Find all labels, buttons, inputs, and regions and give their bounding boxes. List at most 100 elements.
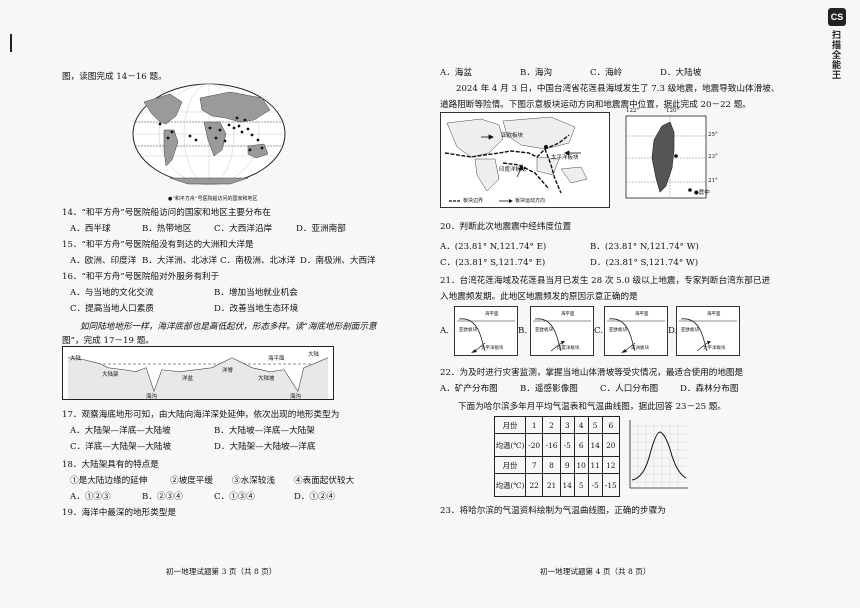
- table-cell: 9: [559, 456, 575, 474]
- q14-option-a[interactable]: A．西半球: [70, 224, 111, 234]
- table-cell: -5: [587, 473, 603, 497]
- q20-option-d[interactable]: D．(23.81° S,121.74° W): [590, 258, 699, 268]
- q19-option-b[interactable]: B．海沟: [520, 68, 553, 78]
- question-22: 22．为及时进行灾害监测，掌握当地山体滑坡等受灾情况，最适合使用的地图是: [440, 368, 744, 378]
- intro-20-22-line2: 道路阻断等险情。下图示意板块运动方向和地震震中位置，据此完成 20－22 题。: [440, 100, 751, 110]
- taiwan-map-figure: 25° 23° 21° 122° 120° ●震中: [618, 108, 738, 206]
- footer-page-4: 初一地理试题第 4 页（共 8 页）: [540, 567, 651, 576]
- intro-20-22-line1: 2024 年 4 月 3 日，中国台湾省花莲县海域发生了 7.3 级地震，地震导…: [456, 84, 780, 94]
- q19-option-c[interactable]: C．海岭: [590, 68, 623, 78]
- q21b-bottom-plate: 印度洋板块: [557, 346, 580, 351]
- q17-option-b[interactable]: B．大陆坡—洋底—大陆架: [214, 426, 315, 436]
- q22-option-c[interactable]: C．人口分布图: [600, 384, 659, 394]
- q18-item-1: ①是大陆边缘的延伸: [70, 476, 148, 486]
- q20-option-b[interactable]: B．(23.81° N,121.74° W): [590, 242, 699, 252]
- q22-option-b[interactable]: B．遥感影像图: [520, 384, 578, 394]
- world-map: [132, 83, 286, 185]
- question-17: 17．观察海底地形可知，由大陆向海洋深处延伸，依次出现的地形类型为: [62, 410, 340, 420]
- q18-option-d[interactable]: D．①②④: [294, 492, 336, 502]
- q19-option-d[interactable]: D．大陆坡: [660, 68, 702, 78]
- plate-label-indian: 印度洋板块: [499, 167, 527, 173]
- q18-option-a[interactable]: A．①②③: [70, 492, 111, 502]
- table-header-month: 月份: [494, 456, 526, 474]
- q14-option-d[interactable]: D．亚洲南部: [296, 224, 346, 234]
- table-cell: 1: [524, 416, 544, 434]
- q18-item-4: ④表面起伏较大: [294, 476, 355, 486]
- camscanner-logo-icon: CS: [828, 8, 846, 26]
- q14-option-b[interactable]: B．热带地区: [142, 224, 192, 234]
- q15-option-b[interactable]: B．大洋洲、北冰洋: [142, 256, 218, 266]
- question-20: 20．判断此次地震震中经纬度位置: [440, 222, 572, 232]
- q21-diagram-b: 海平面 亚欧板块 印度洋板块: [530, 306, 594, 356]
- camscanner-name: 扫描全能王: [831, 30, 841, 80]
- q21-diagram-d: 海平面 亚欧板块 太平洋板块: [676, 306, 740, 356]
- q15-option-c[interactable]: C．南极洲、北冰洋: [220, 256, 296, 266]
- q16-option-b[interactable]: B．增加当地就业机会: [214, 288, 298, 298]
- table-cell: 7: [524, 456, 544, 474]
- table-cell: -16: [542, 433, 561, 457]
- table-cell: 14: [587, 433, 603, 457]
- q20-option-a[interactable]: A．(23.81° N,121.74° E): [440, 242, 547, 252]
- question-19: 19．海洋中最深的地形类型是: [62, 508, 177, 518]
- q21-diagram-c: 海平面 亚欧板块 美洲板块: [604, 306, 668, 356]
- plate-legend-direction: 板块运动方向: [515, 198, 546, 204]
- world-map-legend: ●“和平方舟”号医院船访问的国家和地区: [168, 196, 258, 202]
- table-cell: -5: [559, 433, 575, 457]
- camscanner-badge: CS 扫描全能王: [828, 8, 846, 84]
- table-cell: 2: [542, 416, 561, 434]
- table-cell: 14: [559, 473, 575, 497]
- table-cell: 12: [601, 456, 621, 474]
- table-cell: 6: [601, 416, 621, 434]
- q17-option-d[interactable]: D．大陆架—大陆坡—洋底: [214, 442, 316, 452]
- table-cell: 8: [542, 456, 561, 474]
- q17-option-a[interactable]: A．大陆架—洋底—大陆坡: [70, 426, 171, 436]
- profile-label-basin: 洋盆: [182, 376, 194, 382]
- q21-option-c[interactable]: C.: [594, 326, 604, 336]
- temperature-curve: [629, 420, 688, 489]
- taiwan-lat-25: 25°: [708, 132, 718, 138]
- question-18: 18．大陆架具有的特点是: [62, 460, 159, 470]
- taiwan-lon-122: 122°: [626, 108, 640, 114]
- paragraph-17-19-line2: 图”，完成 17－19 题。: [62, 336, 154, 346]
- q21-option-a[interactable]: A.: [440, 326, 449, 336]
- q20-option-c[interactable]: C．(23.81° S,121.74° E): [440, 258, 546, 268]
- q21-option-b[interactable]: B.: [518, 326, 528, 336]
- q15-option-a[interactable]: A．欧洲、印度洋: [70, 256, 137, 266]
- q21d-left-plate: 亚欧板块: [681, 328, 699, 333]
- q15-option-d[interactable]: D．南极洲、大西洋: [300, 256, 376, 266]
- table-header-temp: 均温(℃): [494, 473, 526, 497]
- table-cell: -15: [601, 473, 621, 497]
- table-row: 月份 7 8 9 10 11 12: [494, 456, 621, 474]
- q22-option-a[interactable]: A．矿产分布图: [440, 384, 498, 394]
- margin-mark: [10, 34, 12, 52]
- q16-option-d[interactable]: D．改善当地生态环境: [214, 304, 299, 314]
- table-cell: 6: [573, 433, 589, 457]
- profile-label-ridge: 洋脊: [222, 368, 234, 374]
- table-row: 均温(℃) 22 21 14 5 -5 -15: [494, 473, 621, 497]
- plate-map-figure: 亚欧板块 太平洋板块 印度洋板块 板块边界 板块运动方向: [440, 112, 610, 208]
- q18-option-c[interactable]: C．①③④: [214, 492, 255, 502]
- footer-page-3: 初一地理试题第 3 页（共 8 页）: [166, 567, 277, 576]
- table-cell: 4: [573, 416, 589, 434]
- q14-option-c[interactable]: C．大西洋沿岸: [214, 224, 273, 234]
- q18-item-3: ③水深较浅: [232, 476, 275, 486]
- taiwan-lon-120: 120°: [666, 108, 680, 114]
- profile-label-shelf: 大陆架: [102, 372, 119, 378]
- q16-option-a[interactable]: A．与当地的文化交流: [70, 288, 154, 298]
- q16-option-c[interactable]: C．提高当地人口素质: [70, 304, 154, 314]
- subduction-diagram-d: [679, 318, 737, 352]
- q21a-bottom-plate: 太平洋板块: [481, 346, 504, 351]
- plate-label-eurasian: 亚欧板块: [501, 133, 524, 139]
- q21-option-d[interactable]: D.: [668, 326, 678, 336]
- q17-option-c[interactable]: C．洋底—大陆架—大陆坡: [70, 442, 172, 452]
- q19-option-a[interactable]: A．海盆: [440, 68, 472, 78]
- plate-legend-boundary: 板块边界: [463, 198, 484, 204]
- q21c-sea-level: 海平面: [635, 312, 649, 317]
- q18-option-b[interactable]: B．②③④: [142, 492, 183, 502]
- question-16: 16．“和平方舟”号医院船对外服务有利于: [62, 272, 220, 282]
- q22-option-d[interactable]: D．森林分布图: [680, 384, 739, 394]
- q21b-sea-level: 海平面: [561, 312, 575, 317]
- q21d-sea-level: 海平面: [707, 312, 721, 317]
- plate-label-pacific: 太平洋板块: [551, 155, 579, 161]
